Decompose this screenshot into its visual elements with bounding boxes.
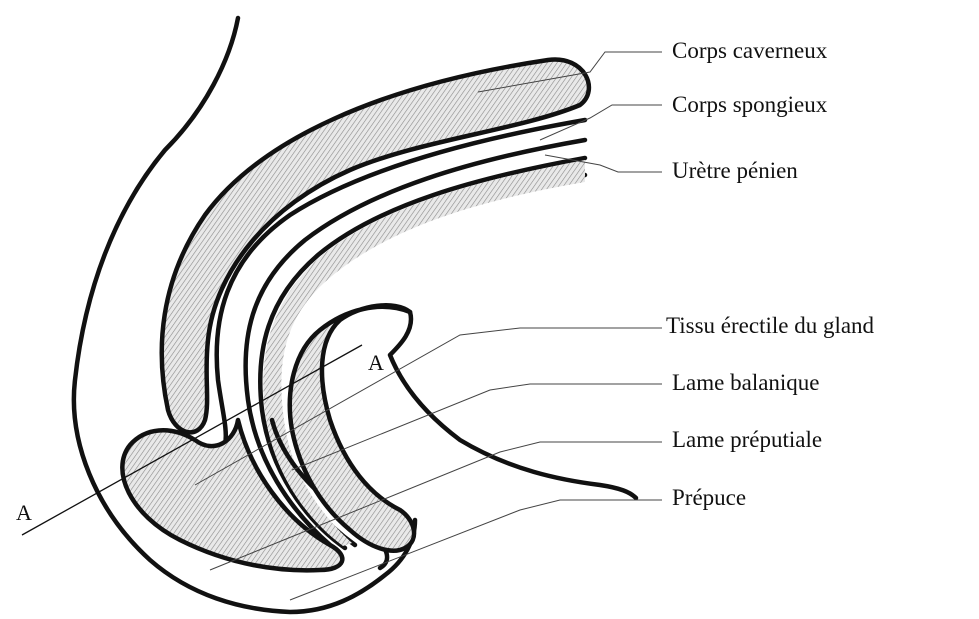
section-label-start: A <box>16 500 32 525</box>
label-corps-caverneux: Corps caverneux <box>672 38 828 63</box>
label-prepuce: Prépuce <box>672 485 746 510</box>
section-label-end: A <box>368 350 384 375</box>
prepuce-inner-edge <box>390 312 636 498</box>
label-tissu-erectile: Tissu érectile du gland <box>666 313 875 338</box>
label-uretre-penien: Urètre pénien <box>672 158 798 183</box>
label-corps-spongieux: Corps spongieux <box>672 92 828 117</box>
label-lame-balanique: Lame balanique <box>672 370 820 395</box>
label-lame-preputiale: Lame préputiale <box>672 427 822 452</box>
